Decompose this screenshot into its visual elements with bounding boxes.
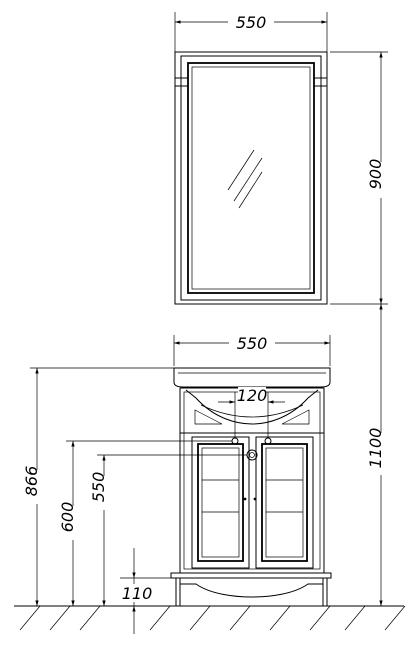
pipe-spacing-dimension: 120 [218, 386, 285, 438]
vanity-width-label: 550 [237, 334, 268, 353]
mirror-width-dimension: 550 [174, 12, 328, 52]
mirror [174, 51, 328, 305]
water-inlet-height-label: 600 [58, 502, 77, 533]
mirror-width-label: 550 [236, 13, 267, 32]
mirror-height-dimension: 900 [330, 51, 392, 305]
door-knob-icon [253, 497, 257, 501]
vanity-cabinet [170, 367, 332, 606]
door-knob-icon [243, 497, 247, 501]
base-height-label: 110 [122, 584, 153, 603]
drain-height-dimension: 550 [89, 454, 247, 606]
floor [14, 605, 406, 631]
vanity-height-dimension: 866 [22, 367, 174, 606]
vanity-width-dimension: 550 [173, 334, 331, 366]
total-height-label: 1100 [366, 428, 385, 469]
water-inlet-height-dimension: 600 [58, 440, 232, 606]
drain-height-label: 550 [89, 472, 108, 503]
pipe-spacing-label: 120 [237, 386, 268, 405]
mirror-height-label: 900 [366, 159, 385, 190]
total-height-dimension: 1100 [366, 304, 392, 606]
vanity-height-label: 866 [22, 466, 41, 497]
glass-reflection-icon [227, 149, 263, 209]
base-height-dimension: 110 [120, 548, 171, 634]
